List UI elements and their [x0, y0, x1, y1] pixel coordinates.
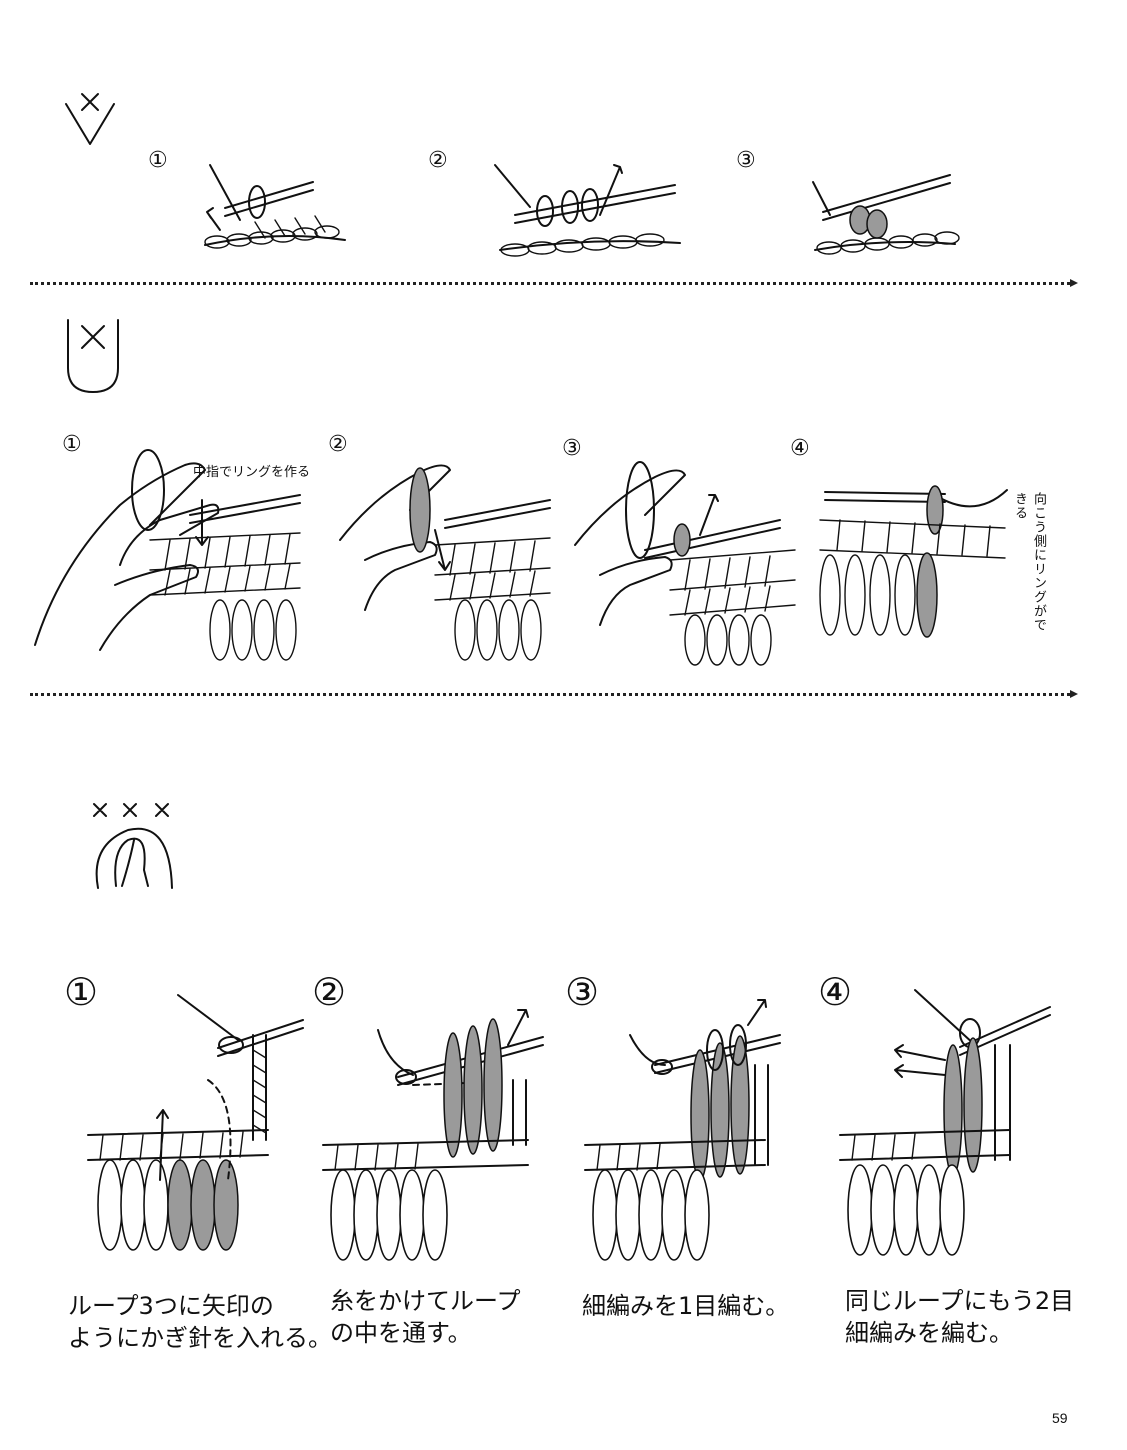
s2-ring-note: 中指でリングを作る [193, 465, 311, 480]
s3-step-2-label: ② [312, 970, 347, 1014]
symbol-sc3-in-loop-icon [93, 803, 173, 889]
s1-step-1-label: ① [148, 148, 168, 173]
s2-step-1-label: ① [62, 432, 82, 457]
s1-illustration-3 [812, 174, 960, 255]
s3-step-1-label: ① [64, 970, 99, 1014]
section-divider-2 [30, 690, 1078, 698]
s2-illustration-1 [34, 449, 301, 661]
s3-illustration-1 [87, 994, 304, 1251]
s2-illustration-3 [574, 461, 796, 666]
s2-step-2-label: ② [328, 432, 348, 457]
page-number: 59 [1052, 1410, 1068, 1426]
s3-step-3-label: ③ [565, 970, 600, 1014]
s3-illustration-2 [322, 1009, 544, 1261]
s1-illustration-1 [204, 164, 346, 249]
symbol-sc-loop-icon [67, 319, 119, 393]
s2-step-3-label: ③ [562, 436, 582, 461]
s3-step-4-label: ④ [818, 970, 853, 1014]
s3-caption-4: 同じループにもう2目 細編みを編む。 [845, 1287, 1075, 1347]
s1-illustration-2 [494, 164, 681, 257]
s3-illustration-4 [839, 989, 1051, 1256]
s3-caption-3: 細編みを1目編む。 [582, 1292, 790, 1320]
s2-step-4-label: ④ [790, 436, 810, 461]
symbol-sc-2-together-icon [65, 93, 115, 145]
s2-illustration-4 [819, 485, 1008, 638]
s1-step-2-label: ② [428, 148, 448, 173]
s2-back-ring-note: 向こう側にリングができる [1012, 492, 1046, 632]
s1-step-3-label: ③ [736, 148, 756, 173]
s3-caption-2: 糸をかけてループ の中を通す。 [330, 1287, 521, 1347]
s2-illustration-2 [339, 464, 551, 661]
s3-illustration-3 [584, 999, 781, 1261]
section-divider-1 [30, 279, 1078, 287]
s3-caption-1: ループ3つに矢印の ようにかぎ針を入れる。 [68, 1292, 332, 1352]
